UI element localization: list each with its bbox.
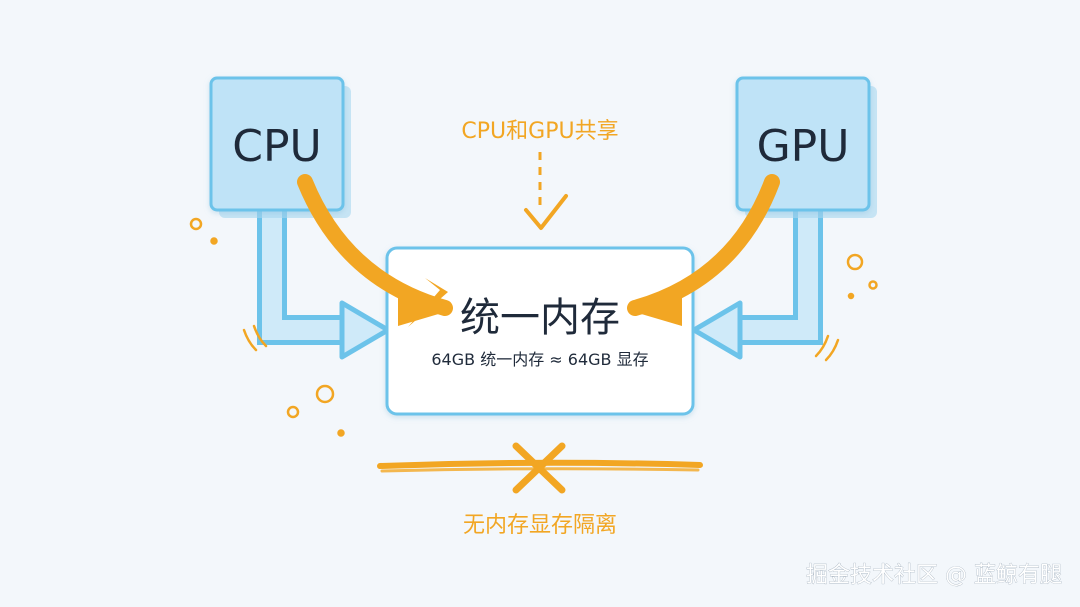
gpu-to-memory-connector bbox=[691, 205, 823, 360]
no-isolation-cross bbox=[377, 442, 703, 494]
unified-memory-box: 统一内存 64GB 统一内存 ≈ 64GB 显存 bbox=[385, 246, 695, 416]
cpu-to-memory-connector bbox=[257, 205, 391, 360]
gpu-label: GPU bbox=[757, 121, 850, 172]
memory-subtitle: 64GB 统一内存 ≈ 64GB 显存 bbox=[431, 350, 648, 369]
shared-note: CPU和GPU共享 bbox=[461, 119, 618, 144]
no-isolation-note: 无内存显存隔离 bbox=[463, 513, 617, 538]
cpu-curved-arrow bbox=[297, 174, 453, 327]
decorative-doodles bbox=[189, 217, 878, 437]
cpu-chip: CPU bbox=[209, 76, 351, 218]
cpu-label: CPU bbox=[232, 121, 321, 172]
memory-title: 统一内存 bbox=[460, 295, 620, 341]
cross-icon bbox=[512, 442, 566, 494]
watermark: 掘金技术社区 @ 蓝鲸有腿 bbox=[806, 563, 1062, 588]
check-icon bbox=[524, 194, 568, 230]
gpu-curved-arrow bbox=[627, 174, 780, 326]
